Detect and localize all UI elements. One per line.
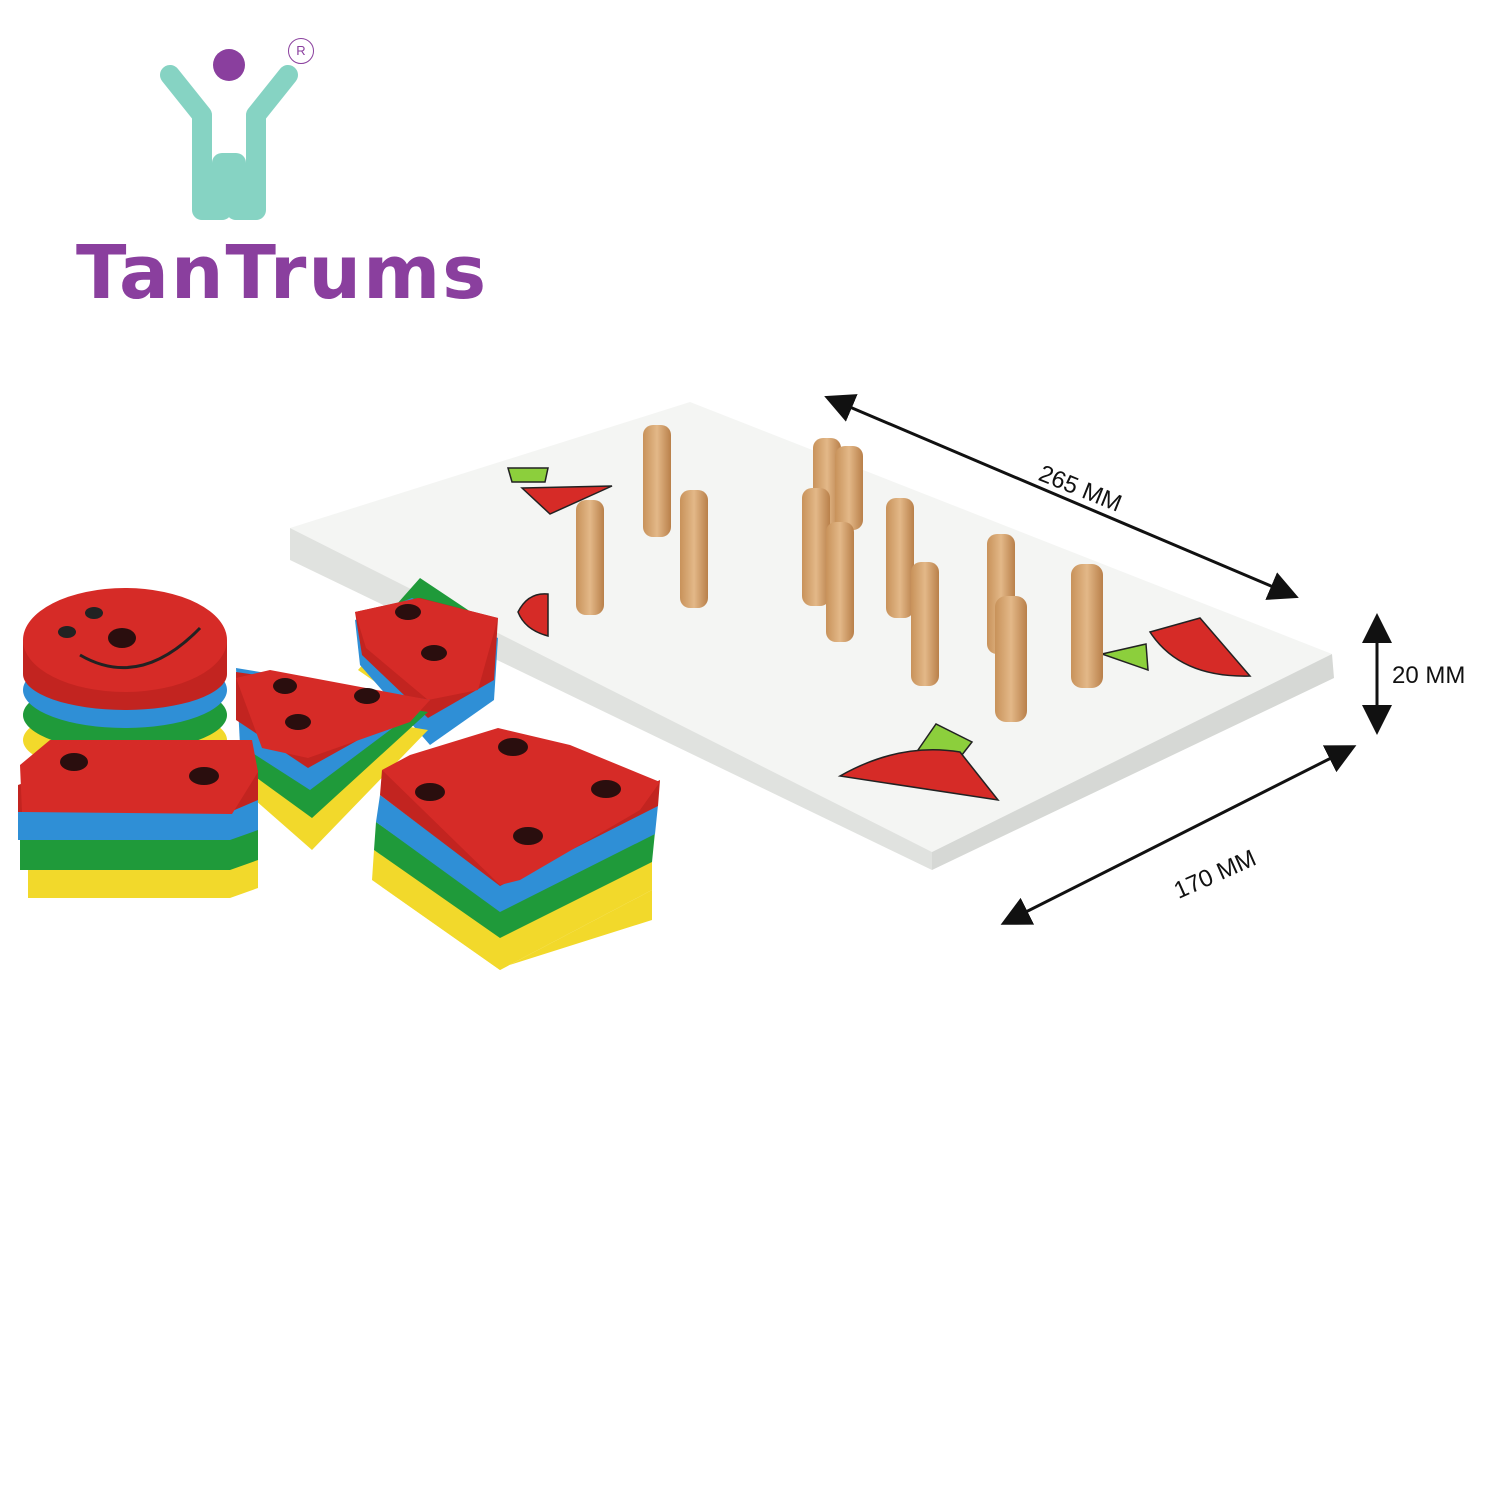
length-arrow (824, 394, 1299, 600)
logo-figure-icon (160, 49, 298, 220)
tantrums-logo (70, 35, 400, 325)
rectangle-stack (18, 740, 258, 898)
registered-mark: R (288, 38, 314, 64)
square-stack-front (372, 728, 660, 970)
square-stack-back (355, 578, 498, 745)
triangle-stack (236, 668, 430, 850)
height-label: 20 MM (1392, 662, 1466, 689)
width-arrow (1000, 745, 1357, 925)
